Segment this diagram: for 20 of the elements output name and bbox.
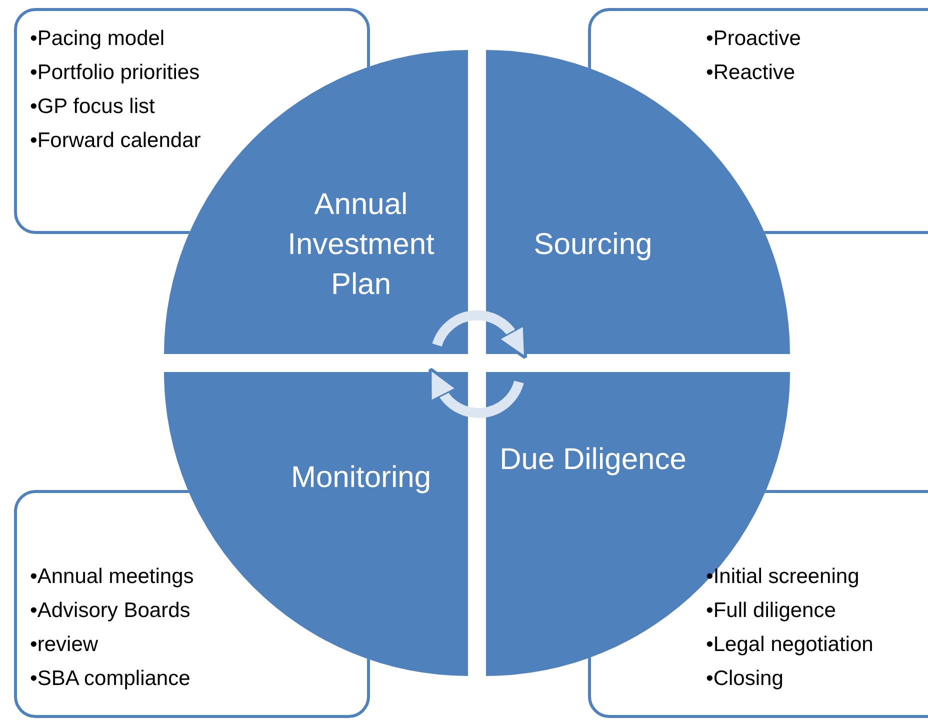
bullet-item: •Reactive: [706, 60, 796, 86]
bullet-item: •Initial screening: [706, 564, 860, 590]
bullet-item: •Legal negotiation: [706, 632, 874, 658]
cycle-arrow: [432, 310, 528, 359]
quadrant-title: Due Diligence: [498, 442, 688, 478]
bullet-item: •GP focus list: [30, 94, 156, 120]
bullet-item: •Pacing model: [30, 26, 166, 52]
bullet-item: •Forward calendar: [30, 128, 201, 154]
bullet-item: •SBA compliance: [30, 666, 192, 692]
bullet-item: •Annual meetings: [30, 564, 194, 590]
quadrant-title: Monitoring: [290, 460, 432, 496]
bullet-item: •Portfolio priorities: [30, 60, 201, 86]
quadrant-title: Sourcing: [532, 227, 654, 263]
bullet-item: •Closing: [706, 666, 784, 692]
bullet-item: •Advisory Boards: [30, 598, 192, 624]
cycle-arrow: [427, 368, 524, 418]
bullet-item: •Proactive: [706, 26, 801, 52]
bullet-item: •Full diligence: [706, 598, 837, 624]
quadrant-title: Annual Investment Plan: [286, 187, 436, 303]
bullet-item: •review: [30, 632, 100, 658]
